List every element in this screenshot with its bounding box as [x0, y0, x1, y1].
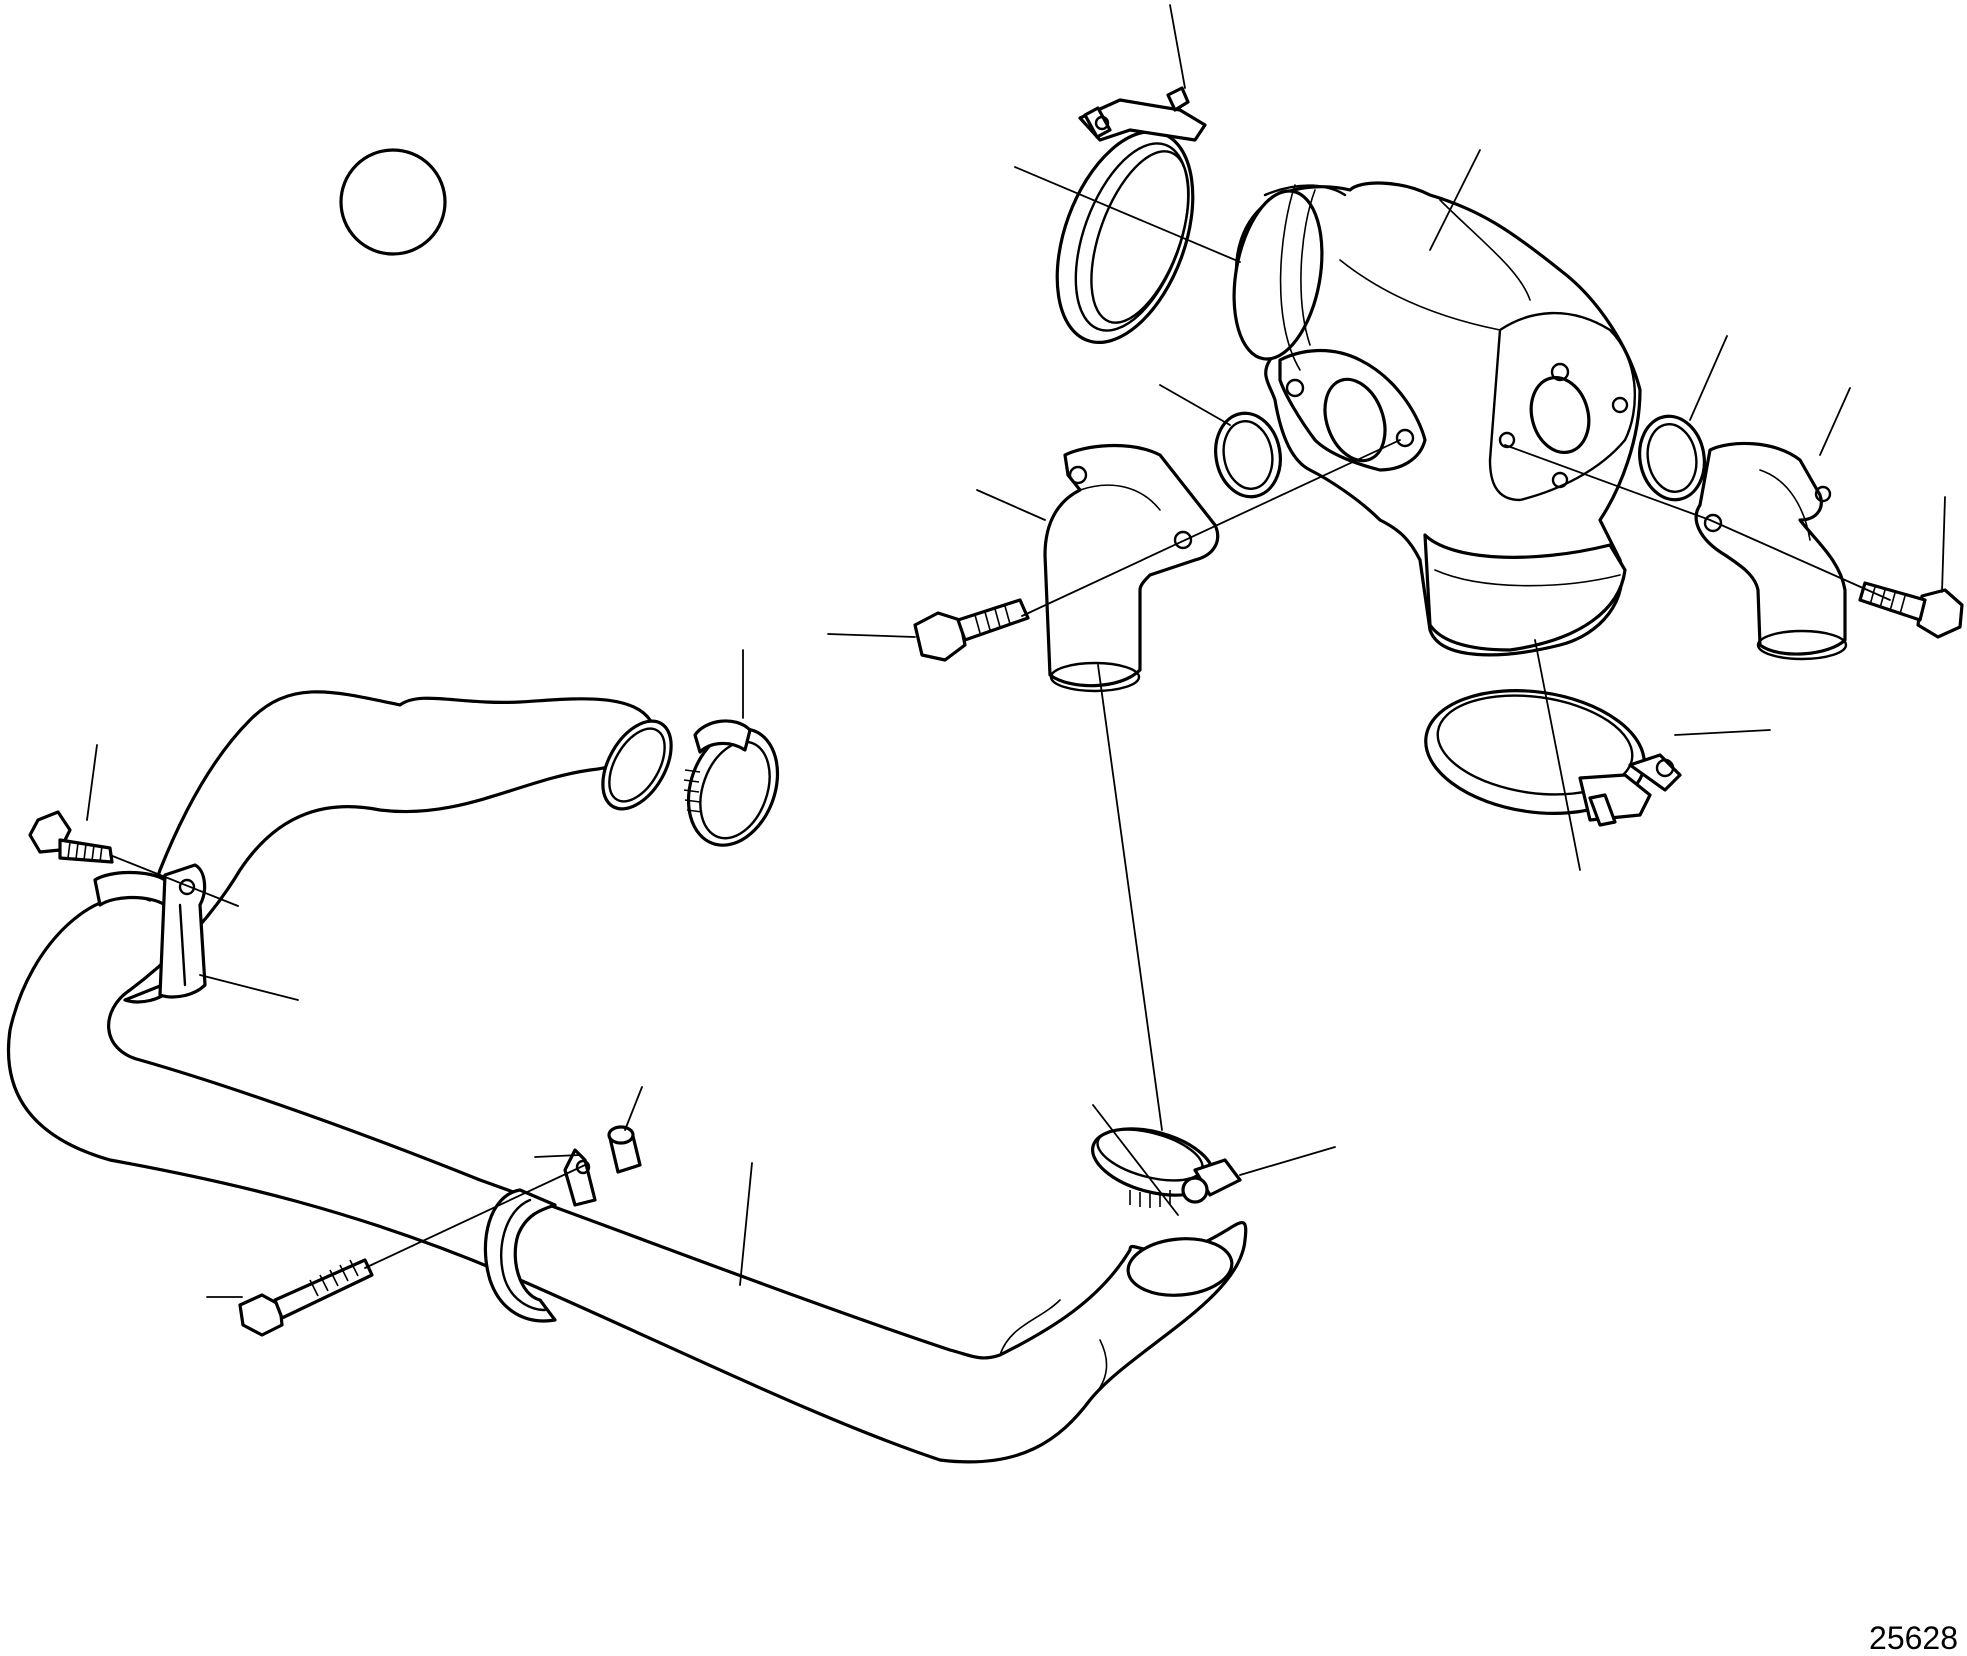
- hose-clamp-small: [683, 719, 780, 847]
- drawing-number: 25628: [1869, 1620, 1958, 1656]
- pipe-clamp-lower: [483, 1148, 597, 1323]
- coolant-hose-lower: [7, 690, 1248, 1464]
- flange-bolt: [913, 598, 1030, 662]
- elbow-connector-right: [1694, 441, 1848, 661]
- assembly-lines: [86, 4, 1946, 1298]
- v-band-clamp-bottom: [1424, 689, 1682, 827]
- spacer-bushing: [607, 1125, 642, 1174]
- reference-circle: [339, 148, 447, 256]
- hose-clamp-center: [1091, 1127, 1242, 1208]
- o-ring: [1214, 411, 1282, 499]
- flange-bolt: [28, 810, 114, 864]
- elbow-connector-left: [1043, 443, 1220, 693]
- flange-bolt: [238, 1258, 374, 1337]
- flange-bolt: [1858, 581, 1964, 639]
- o-ring: [1638, 414, 1706, 502]
- pipe-clamp-upper: [93, 863, 207, 1004]
- thermostat-housing: [1232, 181, 1642, 657]
- v-band-clamp-top: [1055, 86, 1207, 344]
